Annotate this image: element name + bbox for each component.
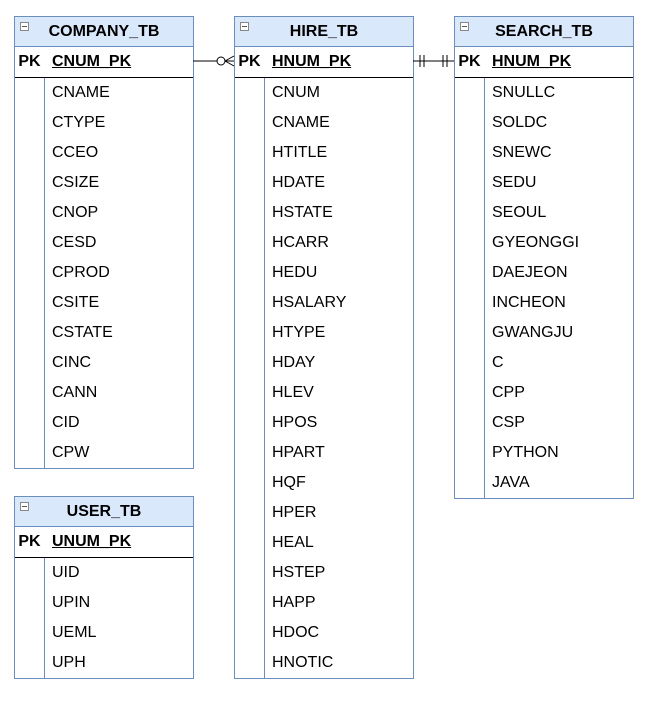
entity-header: USER_TB [15,497,193,527]
field-row[interactable]: SOLDC [492,114,548,131]
field-row[interactable]: DAEJEON [492,264,568,281]
field-row[interactable]: HPOS [272,414,318,431]
field-row[interactable]: SNULLC [492,84,556,101]
pk-label: PK [18,53,41,70]
one-and-only-one-marker [442,55,448,67]
field-row[interactable]: SEOUL [492,204,547,221]
entity-title: HIRE_TB [289,23,359,40]
one-and-only-one-marker [419,55,425,67]
field-list: CNAME CTYPE CCEO CSIZE CNOP CESD CPROD CSITE CST… [15,78,193,468]
field-row[interactable]: HEAL [272,534,314,551]
pk-field: UNUM_PK [52,533,132,550]
field-row[interactable]: CNUM [272,84,320,101]
primary-key-row[interactable]: PK CNUM_PK [15,47,193,78]
collapse-icon[interactable] [240,22,249,31]
field-row[interactable]: HCARR [272,234,329,251]
field-row[interactable]: CPROD [52,264,110,281]
entity-title: SEARCH_TB [495,23,593,40]
field-row[interactable]: CSIZE [52,174,100,191]
field-row[interactable]: CNAME [272,114,330,131]
zero-optional-marker [216,56,226,66]
pk-field: CNUM_PK [52,53,132,70]
field-row[interactable]: PYTHON [492,444,559,461]
field-row[interactable]: HDOC [272,624,320,641]
field-row[interactable]: CESD [52,234,97,251]
field-list: SNULLC SOLDC SNEWC SEDU SEOUL GYEONGGI DAEJEON… [455,78,633,498]
field-row[interactable]: HSALARY [272,294,347,311]
primary-key-row[interactable]: PK HNUM_PK [455,47,633,78]
relationship-hire-search[interactable] [413,55,454,67]
field-row[interactable]: CSITE [52,294,100,311]
key-column-divider [484,78,485,498]
field-row[interactable]: INCHEON [492,294,566,311]
field-row[interactable]: SNEWC [492,144,552,161]
field-row[interactable]: CNAME [52,84,110,101]
field-row[interactable]: CNOP [52,204,99,221]
entity-title: USER_TB [66,503,142,520]
field-row[interactable]: CSP [492,414,525,431]
pk-field: HNUM_PK [272,53,352,70]
field-row[interactable]: HPART [272,444,325,461]
field-row[interactable]: HTITLE [272,144,328,161]
field-row[interactable]: CINC [52,354,92,371]
key-column-divider [44,558,45,678]
pk-label: PK [238,53,261,70]
field-row[interactable]: HDAY [272,354,316,371]
field-row[interactable]: GWANGJU [492,324,574,341]
field-list: UID UPIN UEML UPH [15,558,193,678]
pk-label: PK [18,533,41,550]
collapse-icon[interactable] [460,22,469,31]
field-row[interactable]: HPER [272,504,317,521]
field-row[interactable]: UPIN [52,594,91,611]
field-row[interactable]: CID [52,414,80,431]
key-column-divider [44,78,45,468]
field-row[interactable]: HAPP [272,594,316,611]
field-row[interactable]: UID [52,564,80,581]
field-row[interactable]: GYEONGGI [492,234,580,251]
primary-key-row[interactable]: PK UNUM_PK [15,527,193,558]
collapse-icon[interactable] [20,22,29,31]
field-row[interactable]: CANN [52,384,98,401]
field-row[interactable]: CCEO [52,144,99,161]
field-row[interactable]: HNOTIC [272,654,334,671]
field-row[interactable]: HTYPE [272,324,326,341]
entity-header: COMPANY_TB [15,17,193,47]
field-row[interactable]: CSTATE [52,324,113,341]
field-row[interactable]: HLEV [272,384,314,401]
field-row[interactable]: HSTATE [272,204,333,221]
entity-title: COMPANY_TB [48,23,160,40]
key-column-divider [264,78,265,678]
field-row[interactable]: HSTEP [272,564,326,581]
field-row[interactable]: SEDU [492,174,537,191]
field-list: CNUM CNAME HTITLE HDATE HSTATE HCARR HEDU HSALA… [235,78,413,678]
field-row[interactable]: C [492,354,504,371]
pk-label: PK [458,53,481,70]
field-row[interactable]: UEML [52,624,97,641]
field-row[interactable]: HDATE [272,174,326,191]
field-row[interactable]: UPH [52,654,86,671]
entity-user-tb[interactable]: USER_TB PK UNUM_PK UID UPIN UEML UPH [14,496,194,679]
entity-company-tb[interactable]: COMPANY_TB PK CNUM_PK CNAME CTYPE CCEO CSIZ… [14,16,194,469]
entity-header: HIRE_TB [235,17,413,47]
field-row[interactable]: CPW [52,444,90,461]
primary-key-row[interactable]: PK HNUM_PK [235,47,413,78]
collapse-icon[interactable] [20,502,29,511]
field-row[interactable]: CTYPE [52,114,106,131]
crows-foot-many-marker [224,55,235,67]
entity-header: SEARCH_TB [455,17,633,47]
field-row[interactable]: JAVA [492,474,530,491]
field-row[interactable]: HEDU [272,264,318,281]
entity-hire-tb[interactable]: HIRE_TB PK HNUM_PK CNUM CNAME HTITLE HDATE H… [234,16,414,679]
entity-search-tb[interactable]: SEARCH_TB PK HNUM_PK SNULLC SOLDC SNEWC SED… [454,16,634,499]
field-row[interactable]: HQF [272,474,306,491]
field-row[interactable]: CPP [492,384,525,401]
relationship-company-hire[interactable] [193,55,235,67]
pk-field: HNUM_PK [492,53,572,70]
